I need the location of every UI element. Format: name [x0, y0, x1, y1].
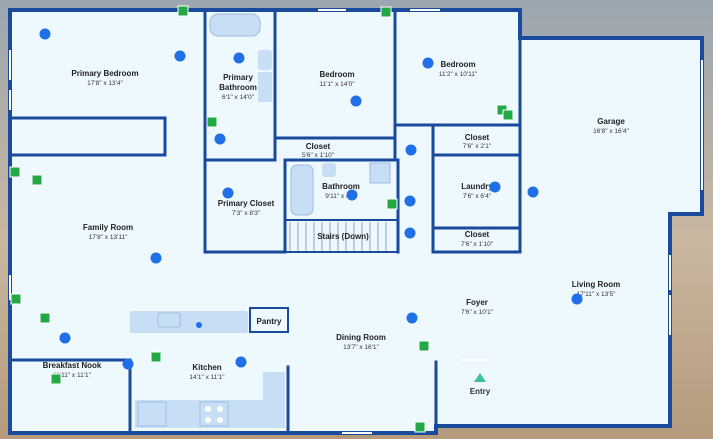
blue-marker[interactable]	[150, 252, 162, 264]
room-name: Bedroom	[319, 70, 354, 79]
blue-marker[interactable]	[39, 28, 51, 40]
stove-burner	[217, 417, 223, 423]
pantry-label: Pantry	[257, 317, 282, 326]
blue-marker[interactable]	[350, 95, 362, 107]
blue-marker[interactable]	[233, 52, 245, 64]
green-marker[interactable]	[150, 351, 162, 363]
fixtures	[130, 13, 391, 428]
green-marker[interactable]	[9, 166, 21, 178]
green-marker[interactable]	[206, 116, 218, 128]
blue-marker[interactable]	[422, 57, 434, 69]
blue-marker[interactable]	[174, 50, 186, 62]
blue-marker[interactable]	[405, 144, 417, 156]
room-dims: 11'2" x 10'11"	[439, 71, 478, 78]
room-name: Dining Room	[336, 333, 386, 342]
room-name: Primary Bedroom	[71, 69, 138, 78]
blue-marker[interactable]	[59, 332, 71, 344]
blue-marker[interactable]	[406, 312, 418, 324]
kitchen-sink	[157, 312, 181, 328]
green-marker[interactable]	[50, 373, 62, 385]
entry-arrow-icon[interactable]	[474, 373, 486, 382]
room-name: Bedroom	[440, 60, 475, 69]
room-name: Closet	[465, 230, 490, 239]
room-name: Bathroom	[219, 83, 257, 92]
green-marker[interactable]	[418, 340, 430, 352]
toilet-icon	[322, 163, 336, 177]
vanity-icon	[258, 72, 272, 102]
room-dims: 17'11" x 13'5"	[577, 291, 616, 298]
room-dims: 14'1" x 11'1"	[189, 374, 225, 381]
room-dims: 16'8" x 16'4"	[593, 128, 629, 135]
green-markers	[9, 5, 514, 433]
room-name: Bathroom	[322, 182, 360, 191]
blue-marker[interactable]	[346, 189, 358, 201]
green-marker[interactable]	[39, 312, 51, 324]
blue-marker[interactable]	[235, 356, 247, 368]
green-marker[interactable]	[177, 5, 189, 17]
blue-marker[interactable]	[196, 322, 202, 328]
room-name: Primary Closet	[218, 199, 275, 208]
stairs-label: Stairs (Down)	[317, 232, 369, 241]
green-marker[interactable]	[380, 6, 392, 18]
green-marker[interactable]	[386, 198, 398, 210]
shower-tub-icon	[290, 164, 314, 216]
kitchen-island	[130, 311, 248, 333]
room-dims: 7'6" x 2'1"	[463, 143, 492, 150]
blue-marker[interactable]	[489, 181, 501, 193]
stove-burner	[205, 406, 211, 412]
green-marker[interactable]	[31, 174, 43, 186]
room-name: Primary	[223, 73, 253, 82]
toilet-icon	[258, 50, 272, 70]
room-name: Family Room	[83, 223, 133, 232]
bathtub-icon	[209, 13, 261, 37]
room-dims: 7'6" x 6'4"	[463, 193, 492, 200]
entry-label: Entry	[470, 387, 491, 396]
room-dims: 11'11" x 11'1"	[53, 372, 92, 379]
room-dims: 13'7" x 16'1"	[343, 344, 379, 351]
blue-marker[interactable]	[222, 187, 234, 199]
stove-burner	[205, 417, 211, 423]
green-marker[interactable]	[414, 421, 426, 433]
green-marker[interactable]	[502, 109, 514, 121]
room-name: Foyer	[466, 298, 488, 307]
room-name: Garage	[597, 117, 625, 126]
room-dims: 7'3" x 8'3"	[232, 210, 261, 217]
windows	[9, 9, 703, 434]
room-dims: 7'6" x 1'10"	[461, 241, 494, 248]
stove-burner	[217, 406, 223, 412]
room-name: Laundry	[461, 182, 493, 191]
room-name: Living Room	[572, 280, 620, 289]
blue-marker[interactable]	[527, 186, 539, 198]
room-name: Breakfast Nook	[43, 361, 102, 370]
blue-marker[interactable]	[404, 227, 416, 239]
walls	[8, 8, 704, 435]
room-name: Closet	[465, 133, 490, 142]
room-dims: 7'6" x 10'1"	[461, 309, 494, 316]
room-dims: 17'8" x 13'11"	[89, 234, 128, 241]
blue-marker[interactable]	[122, 358, 134, 370]
room-dims: 11'1" x 14'0"	[319, 81, 355, 88]
room-dims: 17'8" x 13'4"	[87, 80, 123, 87]
green-marker[interactable]	[10, 293, 22, 305]
sink-icon	[369, 162, 391, 184]
room-labels: Primary Bedroom 17'8" x 13'4" Primary Ba…	[43, 60, 630, 396]
room-name: Kitchen	[192, 363, 221, 372]
stairs	[289, 222, 387, 252]
stove-icon	[199, 401, 229, 427]
room-dims: 9'11" x 4'8"	[325, 193, 357, 200]
blue-marker[interactable]	[571, 293, 583, 305]
blue-marker[interactable]	[404, 195, 416, 207]
room-dims: 5'6" x 1'10"	[302, 152, 335, 159]
room-dims: 6'1" x 14'0"	[222, 94, 255, 101]
room-name: Closet	[306, 142, 331, 151]
blue-markers	[39, 28, 583, 370]
dishwasher	[137, 401, 167, 427]
blue-marker[interactable]	[214, 133, 226, 145]
